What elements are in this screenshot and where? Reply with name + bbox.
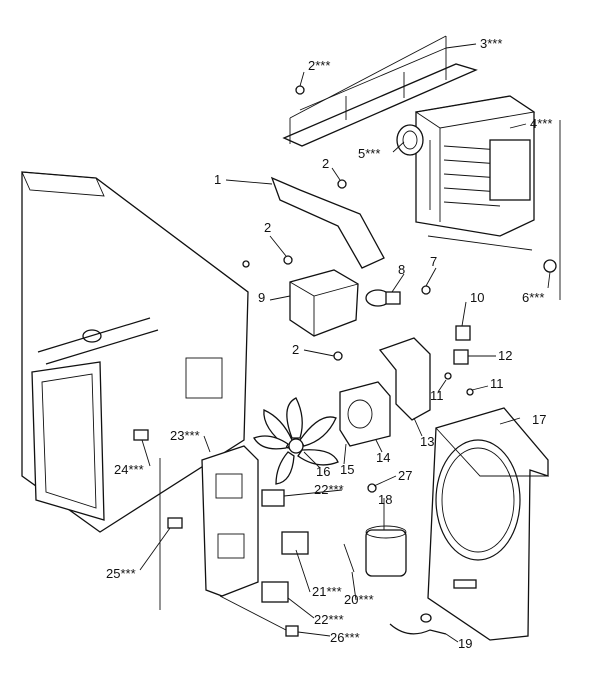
callout-5: 5***	[358, 146, 380, 161]
callout-4: 4***	[530, 116, 552, 131]
callout-14: 14	[376, 450, 390, 465]
callout-2b: 2	[322, 156, 329, 171]
magnetron	[414, 95, 536, 237]
callout-1: 1	[214, 172, 221, 187]
latch-board	[201, 445, 259, 597]
oven-cavity	[21, 171, 249, 533]
callout-7: 7	[430, 254, 437, 269]
callout-27: 27	[398, 468, 412, 483]
hv-diode	[389, 613, 447, 635]
callout-3: 3***	[480, 36, 502, 51]
air-duct-panel	[427, 407, 549, 641]
callout-6: 6***	[522, 290, 544, 305]
callout-13: 13	[420, 434, 434, 449]
callout-10: 10	[470, 290, 484, 305]
fan-motor	[339, 381, 391, 447]
callout-11b: 11	[490, 376, 504, 391]
callout-21: 21***	[312, 584, 342, 599]
screws-hardware	[133, 85, 557, 637]
callout-11a: 11	[430, 388, 444, 403]
air-guide	[270, 176, 385, 269]
callout-25: 25***	[106, 566, 136, 581]
callout-19: 19	[458, 636, 472, 651]
fan-bracket	[378, 337, 431, 421]
top-bracket-rail	[282, 35, 478, 147]
callout-2d: 2	[292, 342, 299, 357]
callout-22b: 22***	[314, 612, 344, 627]
callout-12: 12	[498, 348, 512, 363]
callout-22a: 22***	[314, 482, 344, 497]
callout-labels: 1 2*** 2 2 2 3*** 4*** 5*** 6*** 7 8 9 1…	[106, 36, 552, 651]
oven-lamp	[365, 289, 401, 307]
callout-15: 15	[340, 462, 354, 477]
callout-2c: 2	[264, 220, 271, 235]
callout-18: 18	[378, 492, 392, 507]
hv-capacitor	[343, 525, 407, 577]
callout-23: 23***	[170, 428, 200, 443]
callout-20: 20***	[344, 592, 374, 607]
callout-17: 17	[532, 412, 546, 427]
magnetron-gasket	[396, 124, 424, 156]
callout-16: 16	[316, 464, 330, 479]
interlock-switches	[261, 489, 309, 603]
transformer-bracket	[289, 269, 359, 337]
fan-blade	[253, 397, 339, 485]
callout-8: 8	[398, 262, 405, 277]
leader-lines	[139, 43, 561, 643]
callout-26: 26***	[330, 630, 360, 645]
callout-2a: 2***	[308, 58, 330, 73]
callout-9: 9	[258, 290, 265, 305]
callout-24: 24***	[114, 462, 144, 477]
